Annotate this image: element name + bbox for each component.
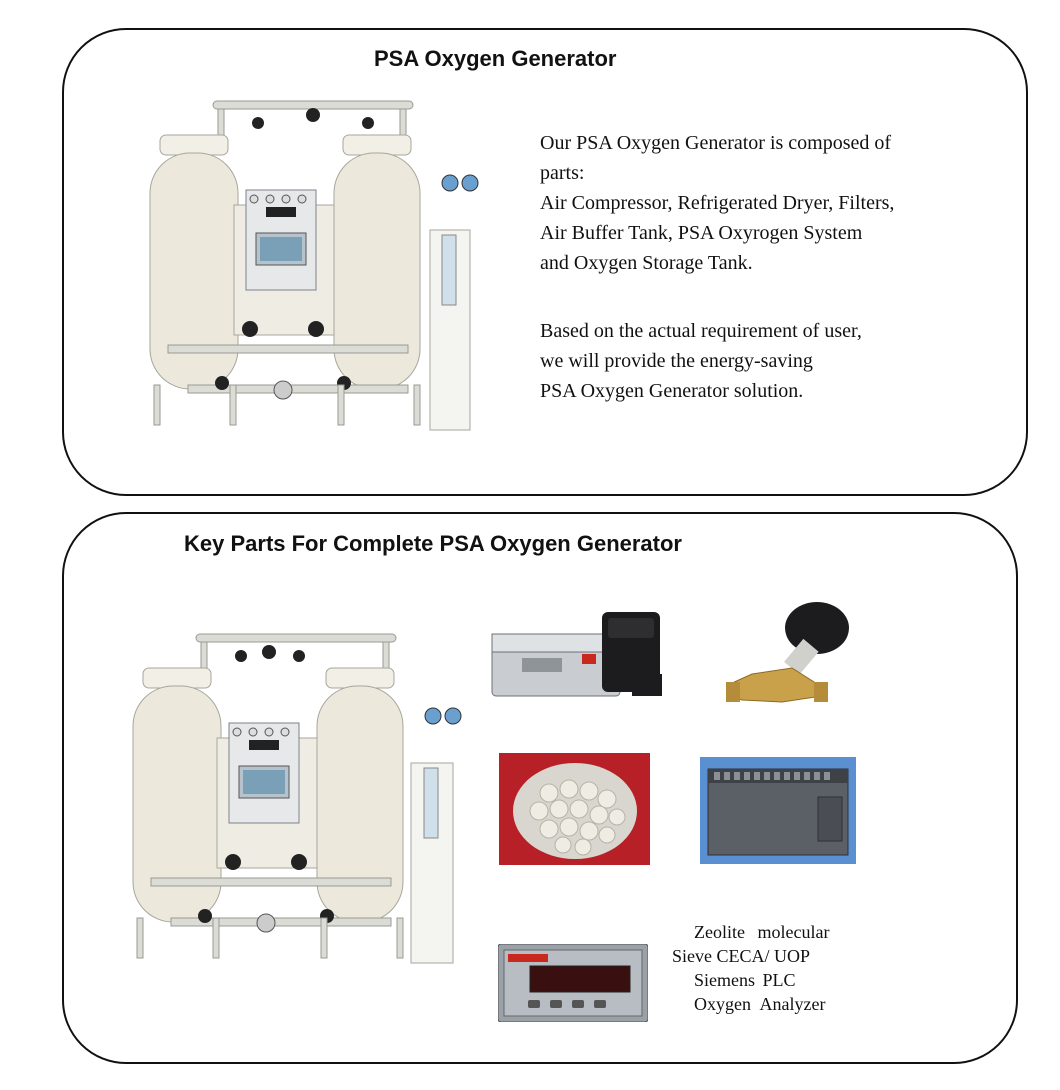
list-item: Siemens PLC — [694, 970, 796, 990]
angle-seat-valve-image — [726, 602, 849, 703]
list-item: Zeolite molecular — [694, 922, 830, 942]
oxygen-analyzer-image — [498, 944, 648, 1022]
desc-line: parts: — [540, 162, 585, 184]
list-item: Sieve CECA/ UOP — [672, 946, 811, 966]
solution-description: Based on the actual requirement of user,… — [540, 316, 1010, 406]
desc-line: Our PSA Oxygen Generator is composed of — [540, 132, 892, 154]
oxygen-generator-image — [132, 633, 462, 964]
generator-drawing — [149, 100, 479, 431]
desc-line: PSA Oxygen Generator solution. — [540, 380, 804, 402]
list-item: Oxygen Analyzer — [694, 994, 826, 1014]
zeolite-sieve-image — [499, 753, 650, 865]
solenoid-valve-image — [491, 612, 662, 697]
desc-line: we will provide the energy-saving — [540, 350, 813, 372]
desc-line: Air Compressor, Refrigerated Dryer, Filt… — [540, 192, 895, 214]
oxygen-generator-image — [149, 100, 479, 431]
composition-description: Our PSA Oxygen Generator is composed of … — [540, 128, 1020, 278]
key-parts-list: Zeolite molecular Sieve CECA/ UOP Siemen… — [672, 920, 862, 1016]
overview-title: PSA Oxygen Generator — [374, 46, 617, 71]
desc-line: and Oxygen Storage Tank. — [540, 252, 753, 274]
desc-line: Air Buffer Tank, PSA Oxyrogen System — [540, 222, 863, 244]
key-parts-title: Key Parts For Complete PSA Oxygen Genera… — [184, 531, 682, 556]
generator-drawing — [132, 633, 462, 964]
siemens-plc-image — [700, 757, 856, 864]
desc-line: Based on the actual requirement of user, — [540, 320, 862, 342]
